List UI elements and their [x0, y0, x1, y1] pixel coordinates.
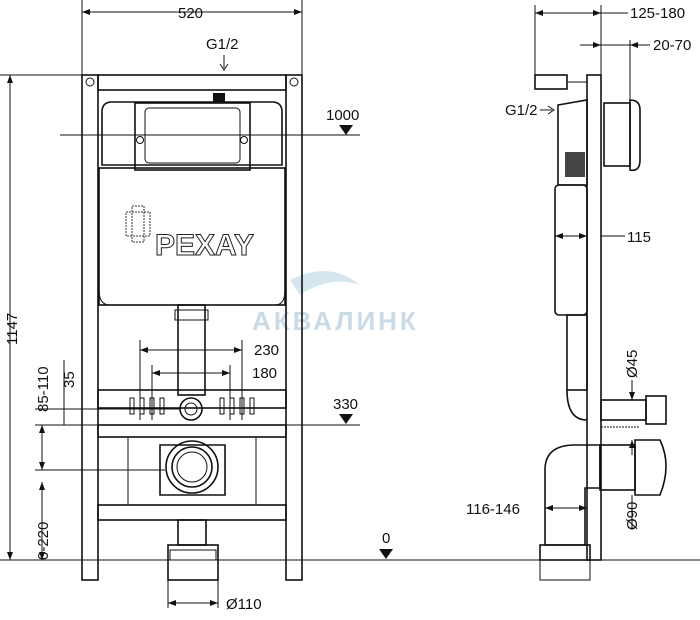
outlet-diameter: Ø110 [226, 596, 262, 613]
brand-logo-icon [125, 205, 151, 243]
large-pipe-diameter: Ø90 [624, 502, 641, 530]
outlet-offset: 116-146 [466, 501, 520, 518]
depth-dimension: 125-180 [630, 5, 685, 22]
side-inlet-label: G1/2 [505, 102, 538, 119]
side-dimensions: 125-180 20-70 G1/2 115 Ø45 Ø90 116-146 [466, 5, 691, 530]
dim-180: 180 [252, 365, 277, 382]
dim-0-220: 0-220 [35, 522, 52, 560]
level-marker-icon [339, 125, 353, 135]
height-dimension: 1147 [4, 313, 21, 345]
inlet-arrow-icon [219, 55, 229, 71]
watermark: АКВАЛИНК [252, 271, 419, 336]
side-view [534, 74, 667, 581]
level-0: 0 [382, 530, 390, 547]
dim-230: 230 [254, 342, 279, 359]
front-frame: PEXAY [81, 74, 303, 581]
level-1000: 1000 [326, 107, 359, 124]
small-pipe-diameter: Ø45 [624, 350, 641, 378]
watermark-text: АКВАЛИНК [252, 306, 419, 336]
width-dimension: 520 [178, 5, 203, 22]
wall-dimension: 20-70 [653, 37, 691, 54]
dim-35: 35 [61, 371, 78, 388]
side-inlet-arrow-icon [540, 105, 555, 115]
level-330: 330 [333, 396, 358, 413]
tank-dimension: 115 [627, 229, 651, 246]
dim-85-110: 85-110 [35, 366, 52, 412]
brand-name: PEXAY [155, 229, 254, 262]
front-inlet-label: G1/2 [206, 36, 239, 53]
